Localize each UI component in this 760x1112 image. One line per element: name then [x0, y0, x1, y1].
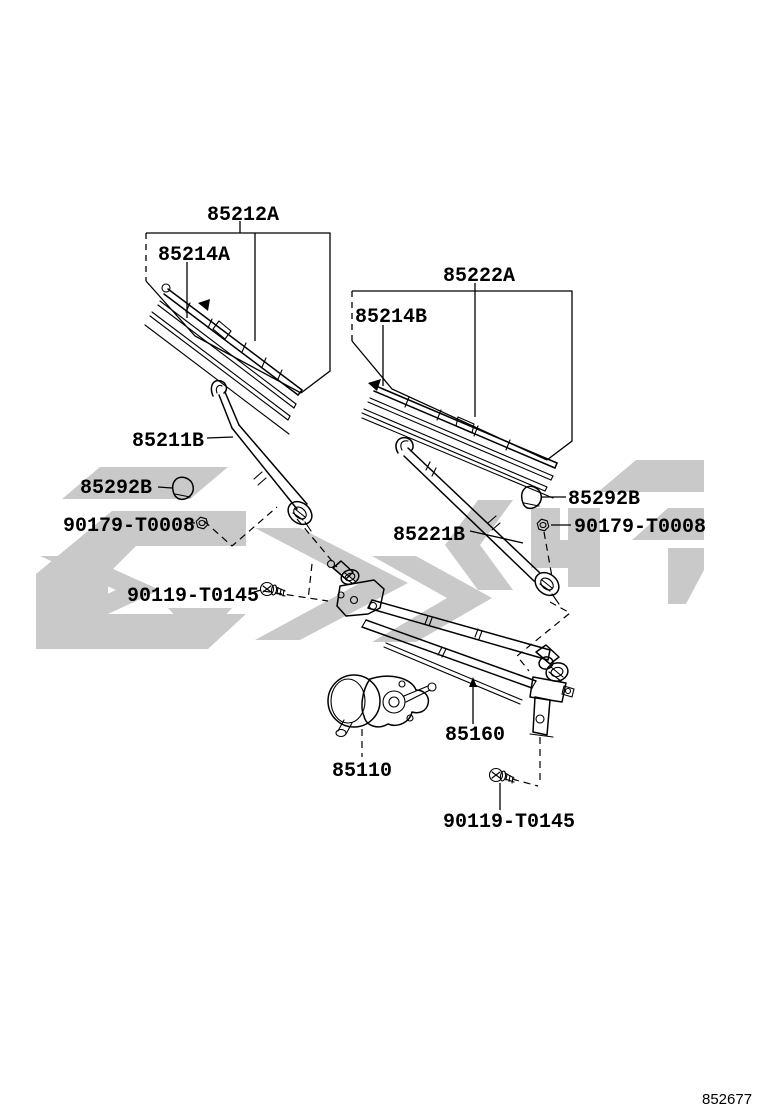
arm-head-cap-left — [172, 476, 194, 501]
pivot-bolt-right — [488, 767, 515, 784]
part-label-motor: 85110 — [332, 760, 392, 783]
watermark-logo — [36, 460, 704, 649]
wiper-arm-2 — [395, 436, 560, 605]
assembly-dashed-lines — [203, 506, 572, 787]
blade-2-clip-arrow — [368, 379, 381, 391]
blade-1-clip-arrow — [198, 299, 210, 311]
right-pivot-shaft — [529, 644, 575, 738]
part-label-wiper-arm-1: 85211B — [132, 430, 204, 453]
arm-nut-right — [536, 518, 550, 532]
drawing-code: 852677 — [702, 1091, 752, 1108]
part-label-blade-assy-2: 85222A — [443, 265, 515, 288]
part-label-bolt-right: 90119-T0145 — [443, 811, 575, 834]
part-label-blade-assy-1: 85212A — [207, 204, 279, 227]
leader-arrowhead — [469, 677, 477, 687]
part-label-nut-left: 90179-T0008 — [63, 515, 195, 538]
blade-2-adapter — [455, 416, 475, 434]
part-number-labels: 85212A 85214A 85222A 85214B 85211B 85292… — [63, 204, 706, 834]
arm-head-cap-right — [521, 485, 542, 510]
wiper-blade-1 — [144, 283, 303, 435]
part-label-link-assy: 85160 — [445, 724, 505, 747]
part-label-bolt-left: 90119-T0145 — [127, 585, 259, 608]
part-label-blade-insert-2: 85214B — [355, 306, 427, 329]
blade-1-adapter — [212, 320, 232, 340]
wiper-link-assembly — [326, 559, 575, 738]
part-label-cap-right: 85292B — [568, 488, 640, 511]
leader-lines — [157, 221, 571, 810]
arm-nut-left — [195, 516, 209, 530]
wiper-arm-1 — [210, 379, 313, 532]
part-label-blade-insert-1: 85214A — [158, 244, 230, 267]
part-label-wiper-arm-2: 85221B — [393, 524, 465, 547]
part-label-cap-left: 85292B — [80, 477, 152, 500]
wiper-motor — [327, 674, 437, 738]
left-pivot-shaft — [326, 559, 385, 617]
blade-1-boundary-box — [145, 232, 331, 394]
part-label-nut-right: 90179-T0008 — [574, 516, 706, 539]
wiper-blade-2 — [361, 379, 558, 499]
